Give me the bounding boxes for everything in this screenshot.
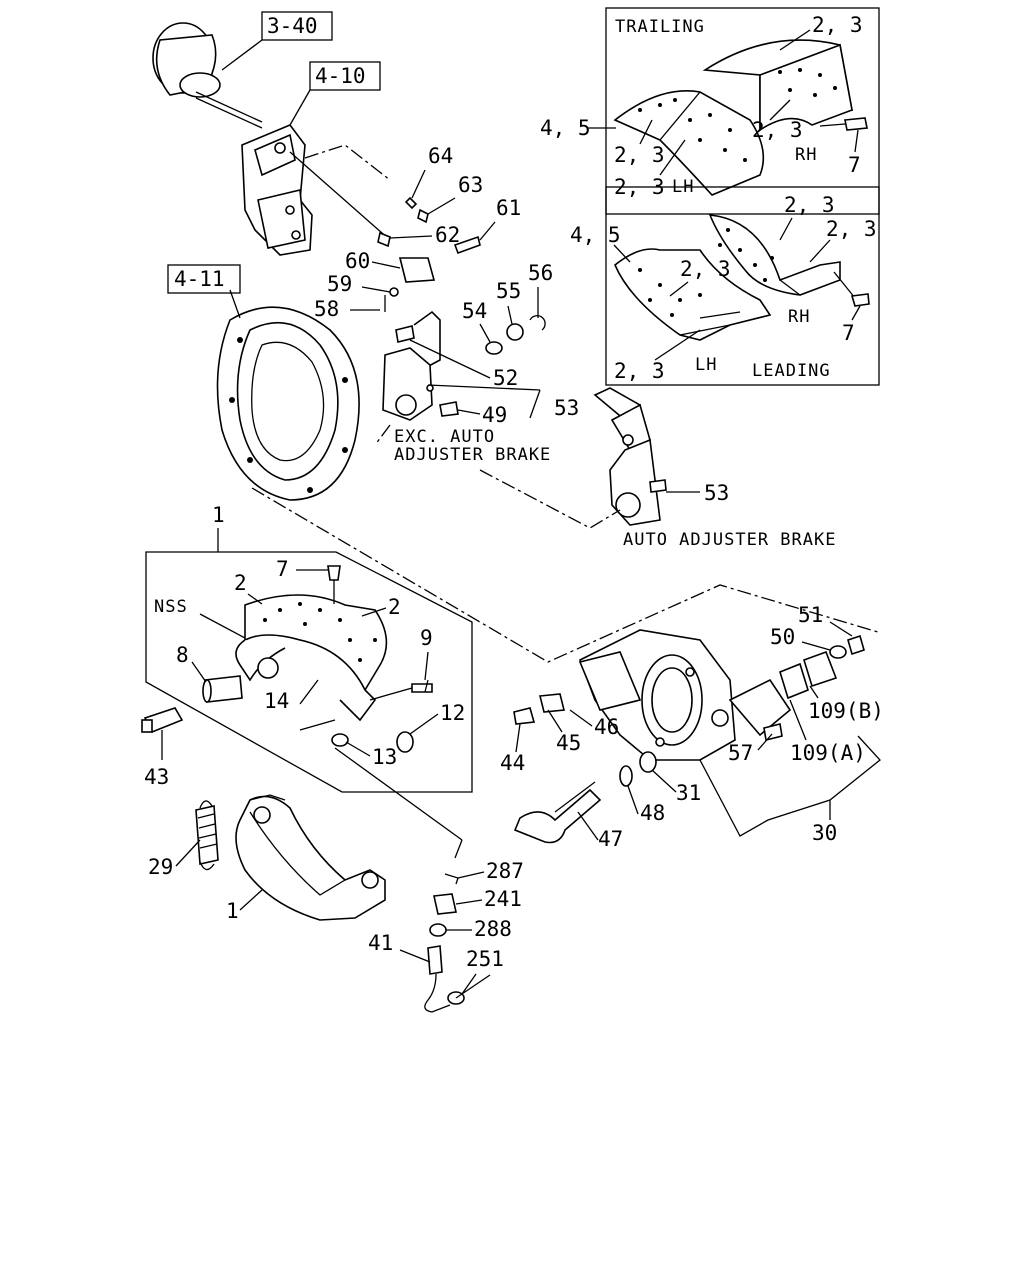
brake-chamber — [152, 22, 263, 129]
anchor-pin-43 — [141, 707, 184, 734]
adjuster-brake-text: ADJUSTER BRAKE — [394, 445, 551, 465]
label-60[interactable]: 60 — [345, 249, 370, 273]
sensor-assembly — [424, 873, 491, 1013]
leading-label-d[interactable]: 2, 3 — [614, 359, 665, 383]
backing-plate — [216, 289, 360, 501]
brake-spider — [578, 629, 792, 761]
label-56[interactable]: 56 — [528, 261, 553, 285]
label-109a[interactable]: 109(A) — [790, 741, 866, 765]
leading-label-a[interactable]: 2, 3 — [784, 193, 835, 217]
label-44[interactable]: 44 — [500, 751, 525, 775]
label-4-5-leading[interactable]: 4, 5 — [570, 223, 621, 247]
label-62[interactable]: 62 — [435, 223, 460, 247]
label-59[interactable]: 59 — [327, 272, 352, 296]
label-9[interactable]: 9 — [420, 626, 433, 650]
label-50[interactable]: 50 — [770, 625, 795, 649]
label-43[interactable]: 43 — [144, 765, 169, 789]
trailing-rh: RH — [795, 145, 817, 165]
shoe-assembly-box — [145, 528, 473, 793]
label-51[interactable]: 51 — [798, 603, 823, 627]
label-29[interactable]: 29 — [148, 855, 173, 879]
label-31[interactable]: 31 — [676, 781, 701, 805]
label-2-left[interactable]: 2 — [234, 571, 247, 595]
exc-auto-text: EXC. AUTO — [394, 427, 495, 447]
label-55[interactable]: 55 — [496, 279, 521, 303]
ref-box-4-11[interactable] — [167, 264, 241, 294]
trailing-title: TRAILING — [615, 17, 705, 37]
label-241[interactable]: 241 — [484, 887, 522, 911]
label-52[interactable]: 52 — [493, 366, 518, 390]
leading-rh: RH — [788, 307, 810, 327]
label-53-exc[interactable]: 53 — [554, 396, 579, 420]
trailing-label-c[interactable]: 2, 3 — [614, 143, 665, 167]
leading-label-7[interactable]: 7 — [842, 321, 855, 345]
ref-box-4-10[interactable] — [309, 61, 381, 91]
label-47[interactable]: 47 — [598, 827, 623, 851]
label-7-shoe[interactable]: 7 — [276, 557, 289, 581]
leading-lh: LH — [695, 355, 717, 375]
leading-title: LEADING — [752, 361, 831, 381]
label-2-right[interactable]: 2 — [388, 595, 401, 619]
trailing-label-a[interactable]: 2, 3 — [812, 13, 863, 37]
leading-box: LEADING 2, 3 2, 3 2, 3 2, 3 LH RH 7 — [605, 186, 880, 386]
trailing-label-b[interactable]: 2, 3 — [752, 118, 803, 142]
label-nss[interactable]: NSS — [154, 597, 188, 617]
label-30[interactable]: 30 — [812, 821, 837, 845]
auto-adjuster-text: AUTO ADJUSTER BRAKE — [623, 530, 836, 550]
ref-label-4-10[interactable]: 4-10 — [315, 64, 366, 88]
label-57[interactable]: 57 — [728, 741, 753, 765]
brake-shoe-1 — [235, 794, 386, 921]
label-251[interactable]: 251 — [466, 947, 504, 971]
mounting-bracket — [241, 89, 313, 256]
ref-label-4-11[interactable]: 4-11 — [174, 267, 225, 291]
leading-label-c[interactable]: 2, 3 — [680, 257, 731, 281]
label-54[interactable]: 54 — [462, 299, 487, 323]
label-1-assembly[interactable]: 1 — [212, 503, 225, 527]
label-61[interactable]: 61 — [496, 196, 521, 220]
label-64[interactable]: 64 — [428, 144, 453, 168]
label-53-auto[interactable]: 53 — [704, 481, 729, 505]
cam-parts — [513, 634, 865, 787]
label-48[interactable]: 48 — [640, 801, 665, 825]
label-46[interactable]: 46 — [594, 715, 619, 739]
label-109b[interactable]: 109(B) — [808, 699, 884, 723]
label-45[interactable]: 45 — [556, 731, 581, 755]
spring-29 — [195, 800, 219, 871]
label-12[interactable]: 12 — [440, 701, 465, 725]
label-13[interactable]: 13 — [372, 745, 397, 769]
trailing-label-7[interactable]: 7 — [848, 153, 861, 177]
label-8[interactable]: 8 — [176, 643, 189, 667]
label-58[interactable]: 58 — [314, 297, 339, 321]
label-49[interactable]: 49 — [482, 403, 507, 427]
label-288[interactable]: 288 — [474, 917, 512, 941]
ref-label-3-40[interactable]: 3-40 — [267, 14, 318, 38]
label-14[interactable]: 14 — [264, 689, 289, 713]
label-287[interactable]: 287 — [486, 859, 524, 883]
leading-label-b[interactable]: 2, 3 — [826, 217, 877, 241]
label-1-shoe[interactable]: 1 — [226, 899, 239, 923]
trailing-box: TRAILING 2, 3 2, 3 2, 3 2, 3 LH RH 7 — [605, 7, 880, 215]
label-63[interactable]: 63 — [458, 173, 483, 197]
auto-adjuster — [593, 387, 667, 526]
small-parts — [377, 196, 546, 421]
ref-box-3-40[interactable] — [261, 11, 333, 41]
label-41[interactable]: 41 — [368, 931, 393, 955]
label-4-5-trailing[interactable]: 4, 5 — [540, 116, 591, 140]
camshaft-47 — [513, 781, 602, 844]
